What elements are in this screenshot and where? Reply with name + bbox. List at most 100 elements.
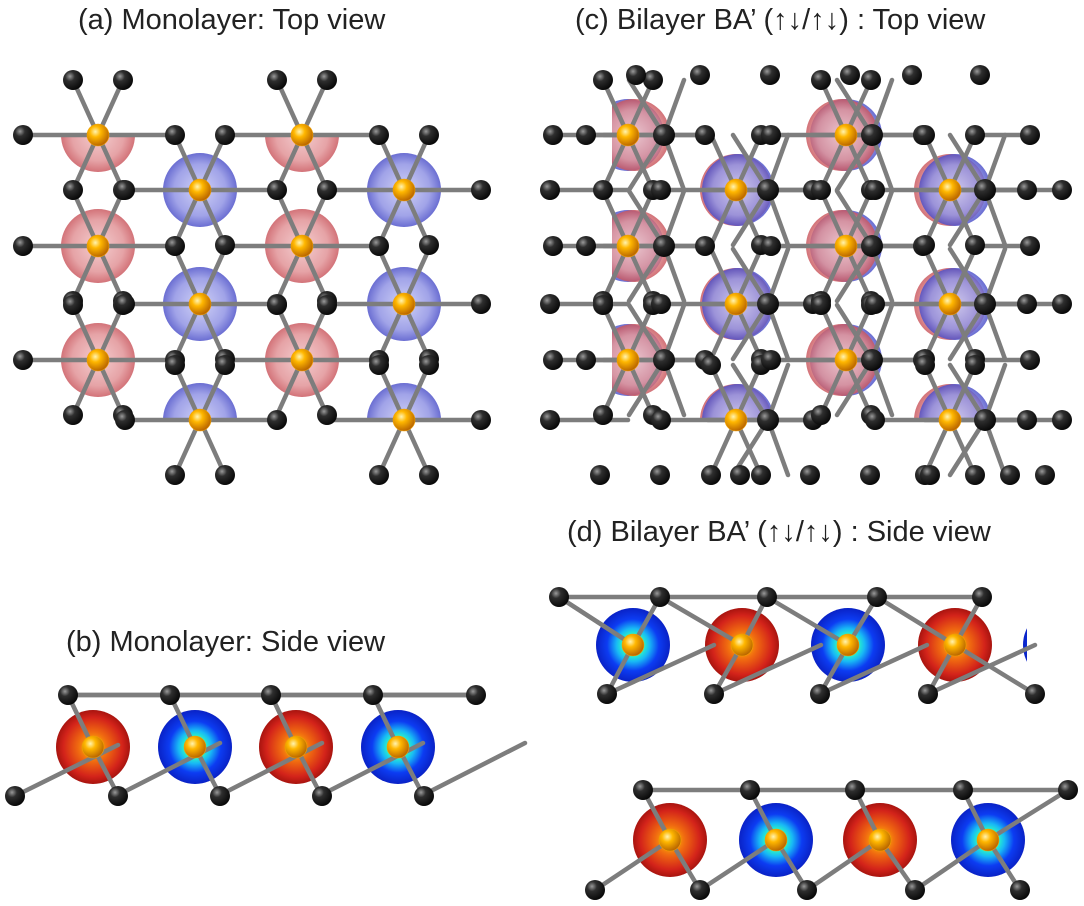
- nonmetal-atom: [115, 410, 135, 430]
- nonmetal-atom: [1035, 465, 1055, 485]
- nonmetal-atom: [63, 295, 83, 315]
- panel-d-lower-atoms: [585, 780, 1078, 900]
- nonmetal-atom: [1052, 180, 1072, 200]
- nonmetal-atom: [905, 880, 925, 900]
- nonmetal-atom: [840, 65, 860, 85]
- bond: [556, 594, 636, 648]
- nonmetal-atom: [1000, 465, 1020, 485]
- nonmetal-atom: [471, 410, 491, 430]
- nonmetal-atom: [651, 410, 671, 430]
- nonmetal-atom: [419, 465, 439, 485]
- nonmetal-atom: [540, 410, 560, 430]
- nonmetal-atom: [215, 355, 235, 375]
- metal-atom: [616, 348, 640, 372]
- nonmetal-atom: [651, 294, 671, 314]
- nonmetal-atom: [811, 405, 831, 425]
- nonmetal-atom: [1052, 294, 1072, 314]
- panel-a-atoms: [13, 70, 491, 485]
- nonmetal-atom: [267, 295, 287, 315]
- nonmetal-atom: [543, 350, 563, 370]
- nonmetal-atom: [757, 293, 779, 315]
- nonmetal-atom: [845, 780, 865, 800]
- metal-atom: [290, 234, 314, 258]
- nonmetal-atom: [1020, 125, 1040, 145]
- nonmetal-atom: [761, 236, 781, 256]
- bond: [925, 642, 1038, 697]
- nonmetal-atom: [757, 587, 777, 607]
- panel-c-title: (c) Bilayer BA’ (↑↓/↑↓) : Top view: [575, 4, 986, 36]
- nonmetal-atom: [861, 235, 883, 257]
- nonmetal-atom: [1017, 410, 1037, 430]
- nonmetal-atom: [701, 465, 721, 485]
- nonmetal-atom: [865, 410, 885, 430]
- nonmetal-atom: [165, 125, 185, 145]
- bond: [697, 837, 779, 893]
- nonmetal-atom: [965, 235, 985, 255]
- nonmetal-atom: [593, 295, 613, 315]
- nonmetal-atom: [317, 405, 337, 425]
- nonmetal-atom: [540, 294, 560, 314]
- nonmetal-atom: [597, 684, 617, 704]
- metal-atom: [938, 408, 962, 432]
- nonmetal-atom: [797, 880, 817, 900]
- metal-atom: [834, 348, 858, 372]
- bond: [804, 837, 883, 893]
- metal-atom: [188, 408, 212, 432]
- metal-atom: [836, 633, 860, 657]
- spin-down-density: [702, 384, 774, 422]
- nonmetal-atom: [974, 409, 996, 431]
- nonmetal-atom: [650, 587, 670, 607]
- nonmetal-atom: [810, 684, 830, 704]
- nonmetal-atom: [1020, 236, 1040, 256]
- bond: [657, 594, 745, 648]
- nonmetal-atom: [1010, 880, 1030, 900]
- spin-up-density: [265, 135, 339, 172]
- nonmetal-atom: [695, 125, 715, 145]
- nonmetal-atom: [1058, 780, 1078, 800]
- nonmetal-atom: [902, 65, 922, 85]
- nonmetal-atom: [312, 786, 332, 806]
- bond: [912, 837, 991, 893]
- metal-atom: [290, 123, 314, 147]
- metal-atom: [730, 633, 754, 657]
- bond: [985, 787, 1071, 843]
- spin-down-density: [367, 383, 441, 421]
- nonmetal-atom: [419, 125, 439, 145]
- nonmetal-atom: [965, 355, 985, 375]
- nonmetal-atom: [861, 349, 883, 371]
- nonmetal-atom: [369, 465, 389, 485]
- nonmetal-atom: [757, 179, 779, 201]
- metal-atom: [764, 828, 788, 852]
- nonmetal-atom: [593, 70, 613, 90]
- nonmetal-atom: [5, 786, 25, 806]
- bond: [874, 594, 958, 648]
- bond: [420, 740, 528, 798]
- nonmetal-atom: [210, 786, 230, 806]
- nonmetal-atom: [1017, 180, 1037, 200]
- nonmetal-atom: [115, 180, 135, 200]
- nonmetal-atom: [363, 685, 383, 705]
- nonmetal-atom: [543, 125, 563, 145]
- nonmetal-atom: [918, 684, 938, 704]
- metal-atom: [834, 234, 858, 258]
- nonmetal-atom: [751, 465, 771, 485]
- nonmetal-atom: [760, 65, 780, 85]
- nonmetal-atom: [1025, 684, 1045, 704]
- nonmetal-atom: [466, 685, 486, 705]
- nonmetal-atom: [267, 70, 287, 90]
- nonmetal-atom: [865, 294, 885, 314]
- nonmetal-atom: [63, 70, 83, 90]
- nonmetal-atom: [369, 236, 389, 256]
- nonmetal-atom: [915, 125, 935, 145]
- nonmetal-atom: [414, 786, 434, 806]
- nonmetal-atom: [811, 295, 831, 315]
- nonmetal-atom: [695, 236, 715, 256]
- nonmetal-atom: [974, 179, 996, 201]
- nonmetal-atom: [761, 350, 781, 370]
- metal-atom: [183, 735, 207, 759]
- metal-atom: [943, 633, 967, 657]
- nonmetal-atom: [471, 294, 491, 314]
- metal-atom: [868, 828, 892, 852]
- bond: [604, 642, 717, 697]
